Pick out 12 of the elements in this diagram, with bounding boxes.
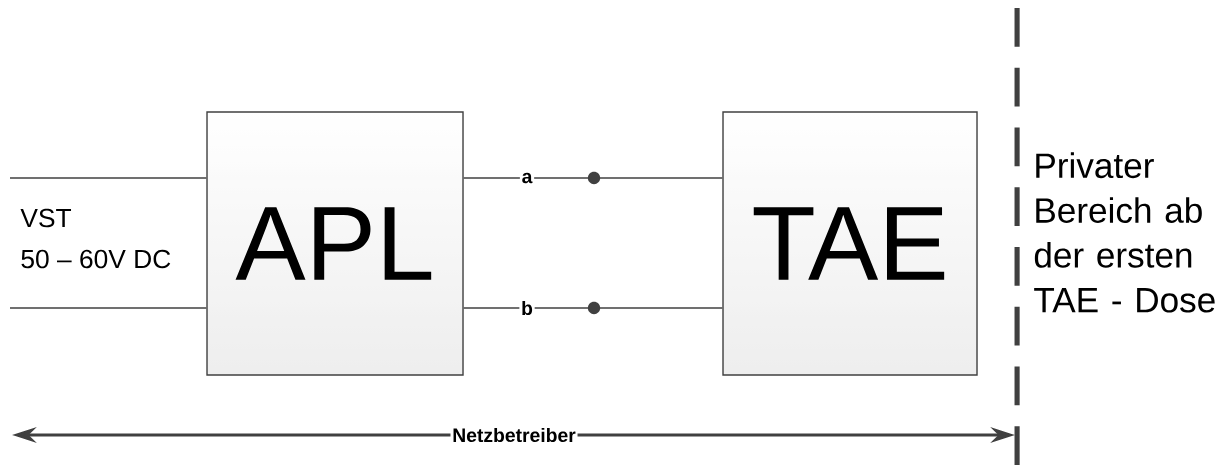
edge-label: b (519, 299, 535, 317)
wire (463, 177, 723, 179)
wire (9, 307, 207, 309)
voltage-label: VST (20, 208, 71, 228)
area-note: Privater Bereich ab der ersten TAE - Dose (1034, 152, 1215, 313)
voltage-label: 50 – 60V DC (21, 249, 171, 269)
span-label: Netzbetreiber (450, 426, 578, 444)
wire (463, 307, 723, 309)
wire (9, 177, 207, 179)
edge-label: a (519, 170, 535, 186)
block-box: TAE (722, 111, 978, 376)
block-box: APL (206, 111, 464, 376)
